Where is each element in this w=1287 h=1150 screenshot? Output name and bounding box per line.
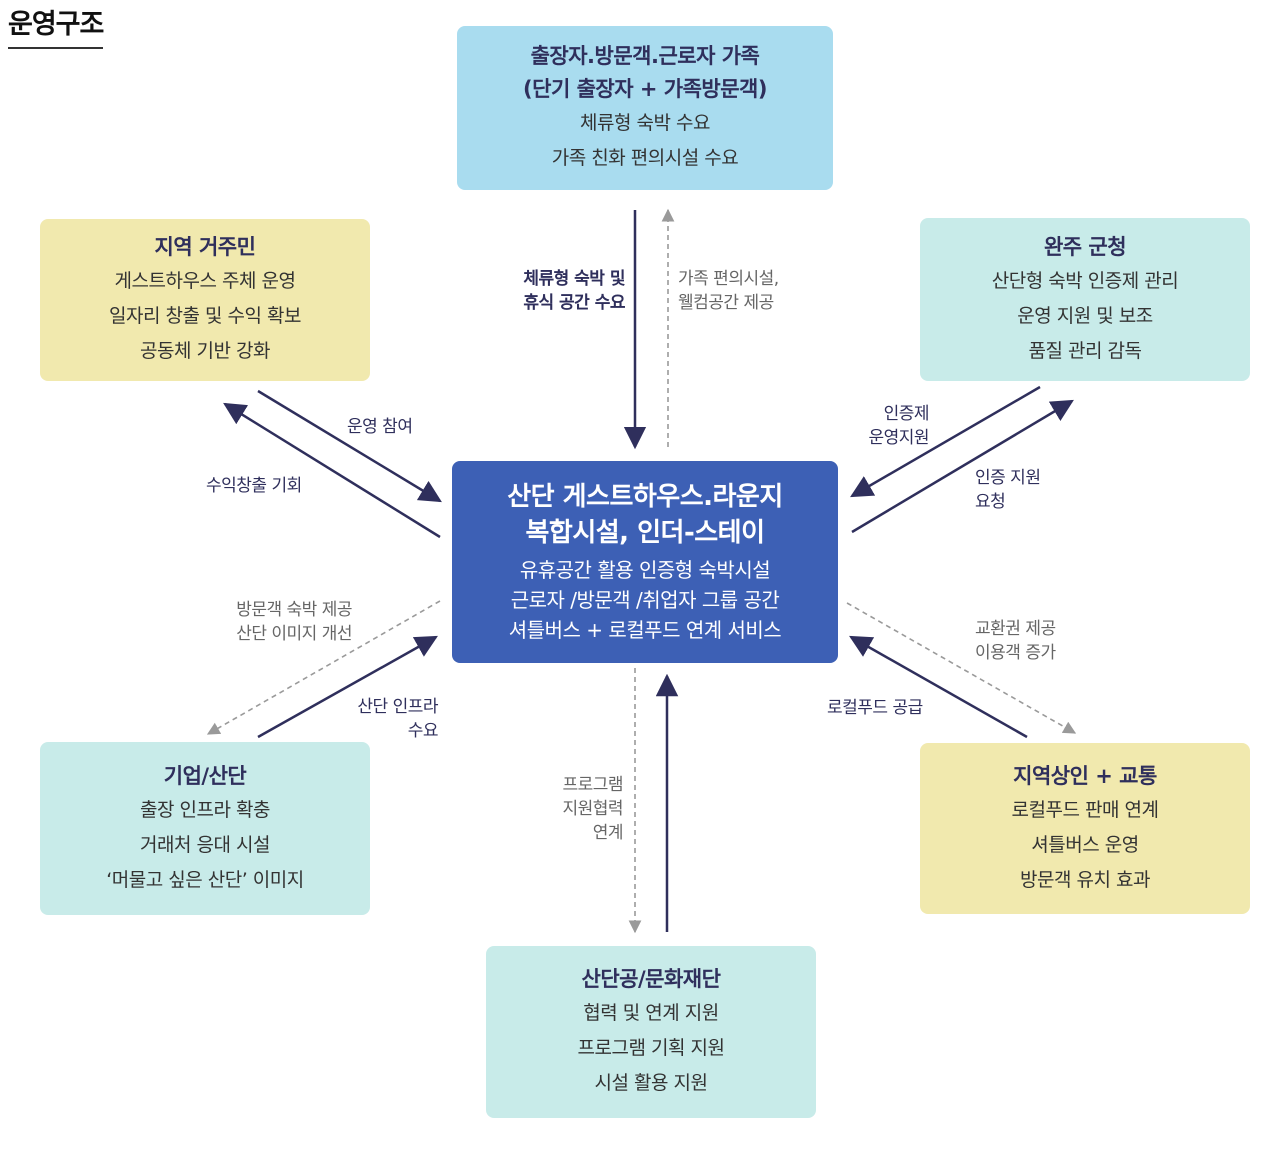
arrow-center-to-residents	[223, 402, 441, 539]
label-county-to-center-1: 인증제	[883, 404, 930, 424]
merchants-line-3: 방문객 유치 효과	[1020, 868, 1150, 891]
page-title: 운영구조	[8, 2, 104, 49]
label-companies-solid-1: 산단 인프라	[357, 697, 438, 717]
merchants-box: 지역상인 + 교통 로컬푸드 판매 연계 셔틀버스 운영 방문객 유치 효과	[920, 743, 1250, 914]
residents-title: 지역 거주민	[154, 235, 256, 259]
center-line-3: 셔틀버스 + 로컬푸드 연계 서비스	[508, 618, 782, 642]
label-merchants-dashed: 교환권 제공 이용객 증가	[975, 617, 1056, 665]
visitors-title-1: 출장자.방문객.근로자 가족	[530, 44, 760, 68]
label-bottom-dashed-2: 지원협력	[562, 799, 623, 819]
label-top-dashed: 가족 편의시설, 웰컴공간 제공	[678, 267, 779, 315]
arrow-county-to-center	[850, 385, 1041, 498]
label-county-to-center-2: 운영지원	[868, 428, 929, 448]
companies-line-2: 거래처 응대 시설	[140, 833, 270, 856]
label-center-to-county-2: 요청	[975, 492, 1006, 512]
arrow-center-to-county	[851, 399, 1074, 534]
merchants-title: 지역상인 + 교통	[1013, 763, 1157, 788]
label-center-to-county: 인증 지원 요청	[975, 466, 1041, 514]
label-merchants-dashed-1: 교환권 제공	[975, 619, 1056, 639]
foundation-title: 산단공/문화재단	[581, 967, 721, 991]
arrow-center-to-merchants-dashed	[846, 602, 1077, 734]
companies-line-3: ‘머물고 싶은 산단’ 이미지	[106, 868, 304, 891]
label-companies-dashed-1: 방문객 숙박 제공	[236, 600, 352, 620]
center-title-2: 복합시설, 인더-스테이	[525, 518, 766, 548]
companies-box: 기업/산단 출장 인프라 확충 거래처 응대 시설 ‘머물고 싶은 산단’ 이미…	[40, 742, 370, 915]
visitors-box: 출장자.방문객.근로자 가족 (단기 출장자 + 가족방문객) 체류형 숙박 수…	[457, 26, 833, 190]
label-companies-dashed: 방문객 숙박 제공 산단 이미지 개선	[236, 598, 352, 646]
center-line-2: 근로자 /방문객 /취업자 그룹 공간	[510, 588, 780, 612]
label-county-to-center: 인증제 운영지원	[868, 402, 929, 450]
county-box: 완주 군청 산단형 숙박 인증제 관리 운영 지원 및 보조 품질 관리 감독	[920, 218, 1250, 381]
foundation-box: 산단공/문화재단 협력 및 연계 지원 프로그램 기획 지원 시설 활용 지원	[486, 946, 816, 1118]
residents-line-3: 공동체 기반 강화	[140, 340, 270, 362]
county-line-3: 품질 관리 감독	[1028, 339, 1142, 362]
county-title: 완주 군청	[1043, 234, 1127, 259]
label-companies-solid: 산단 인프라 수요	[357, 695, 438, 743]
label-top-dashed-2: 웰컴공간 제공	[678, 293, 774, 313]
county-line-2: 운영 지원 및 보조	[1017, 304, 1153, 327]
foundation-line-1: 협력 및 연계 지원	[583, 1002, 719, 1024]
merchants-line-1: 로컬푸드 판매 연계	[1011, 798, 1159, 821]
label-merchants-dashed-2: 이용객 증가	[975, 643, 1056, 663]
label-residents-solid: 운영 참여	[347, 417, 413, 437]
foundation-line-2: 프로그램 기획 지원	[577, 1037, 725, 1059]
visitors-line-1: 체류형 숙박 수요	[580, 112, 710, 134]
label-companies-dashed-2: 산단 이미지 개선	[236, 624, 352, 644]
label-center-to-county-1: 인증 지원	[975, 468, 1041, 488]
visitors-line-2: 가족 친화 편의시설 수요	[551, 147, 739, 169]
label-companies-solid-2: 수요	[407, 721, 439, 741]
label-bottom-dashed-3: 연계	[592, 823, 624, 843]
visitors-title-2: (단기 출장자 + 가족방문객)	[523, 77, 767, 101]
center-line-1: 유휴공간 활용 인증형 숙박시설	[519, 558, 771, 582]
label-bottom-dashed-1: 프로그램	[562, 775, 623, 795]
label-top-solid-1: 체류형 숙박 및	[523, 269, 625, 289]
label-top-solid: 체류형 숙박 및 휴식 공간 수요	[523, 267, 625, 315]
arrow-merchants-to-center	[849, 635, 1028, 739]
label-top-solid-2: 휴식 공간 수요	[523, 293, 625, 313]
arrow-residents-to-center	[257, 389, 442, 503]
foundation-line-3: 시설 활용 지원	[594, 1072, 708, 1094]
county-line-1: 산단형 숙박 인증제 관리	[991, 269, 1179, 292]
label-bottom-dashed: 프로그램 지원협력 연계	[562, 773, 623, 845]
center-title-1: 산단 게스트하우스.라운지	[507, 482, 783, 512]
residents-box: 지역 거주민 게스트하우스 주체 운영 일자리 창출 및 수익 확보 공동체 기…	[40, 219, 370, 381]
label-residents-back: 수익창출 기회	[206, 476, 302, 496]
merchants-line-2: 셔틀버스 운영	[1031, 833, 1139, 856]
label-merchants-solid: 로컬푸드 공급	[827, 698, 923, 718]
label-top-dashed-1: 가족 편의시설,	[678, 269, 779, 289]
residents-line-2: 일자리 창출 및 수익 확보	[109, 305, 301, 327]
arrow-companies-to-center	[257, 635, 438, 739]
companies-line-1: 출장 인프라 확충	[140, 798, 270, 821]
residents-line-1: 게스트하우스 주체 운영	[114, 270, 296, 292]
center-box: 산단 게스트하우스.라운지 복합시설, 인더-스테이 유휴공간 활용 인증형 숙…	[452, 461, 838, 663]
companies-title: 기업/산단	[163, 763, 247, 788]
